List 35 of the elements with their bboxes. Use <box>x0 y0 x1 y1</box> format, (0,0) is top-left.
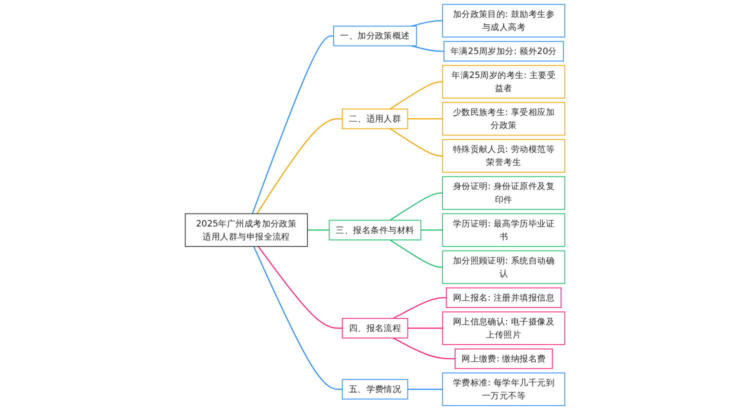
connector <box>307 230 330 231</box>
node-box: 少数民族考生: 享受相应加分政策 <box>442 102 566 136</box>
connector <box>390 81 443 110</box>
connector <box>390 192 443 221</box>
node-box: 五、学费情况 <box>342 379 408 400</box>
connector <box>392 297 446 319</box>
connector <box>408 388 443 390</box>
node-box: 一、加分政策概述 <box>333 26 417 46</box>
connector <box>411 45 444 52</box>
connector <box>258 246 342 329</box>
node-box: 网上缴费: 缴纳报名费 <box>454 348 553 369</box>
node-box: 学费标准: 每学年几千元到一万元不等 <box>442 372 566 406</box>
node-box: 2025年广州成考加分政策适用人群与申报全流程 <box>184 213 308 247</box>
node-box: 年满25周岁的考生: 主要受益者 <box>442 65 566 99</box>
node-box: 身份证明: 身份证原件及复印件 <box>442 176 566 210</box>
connector <box>256 118 342 214</box>
node-box: 特殊贡献人员: 劳动模范等荣誉考生 <box>442 139 566 173</box>
connector <box>408 328 443 329</box>
node-box: 学历证明: 最高学历毕业证书 <box>442 213 566 247</box>
connector <box>252 35 334 214</box>
connector <box>253 246 342 390</box>
connector <box>408 118 443 120</box>
node-box: 网上信息确认: 电子摄像及上传照片 <box>442 311 566 345</box>
connector <box>390 128 443 156</box>
node-box: 四、报名流程 <box>342 318 408 338</box>
connector <box>392 338 456 360</box>
node-box: 网上报名: 注册并填报信息 <box>446 287 562 308</box>
node-box: 年满25周岁加分: 额外20分 <box>444 41 564 62</box>
connector <box>411 20 443 27</box>
node-box: 三、报名条件与材料 <box>328 220 422 240</box>
connector <box>390 239 443 268</box>
node-box: 加分政策目的: 鼓励考生参与成人高考 <box>442 4 566 38</box>
node-box: 加分照顾证明: 系统自动确认 <box>442 250 566 284</box>
node-box: 二、适用人群 <box>342 108 408 130</box>
connector <box>420 230 443 231</box>
